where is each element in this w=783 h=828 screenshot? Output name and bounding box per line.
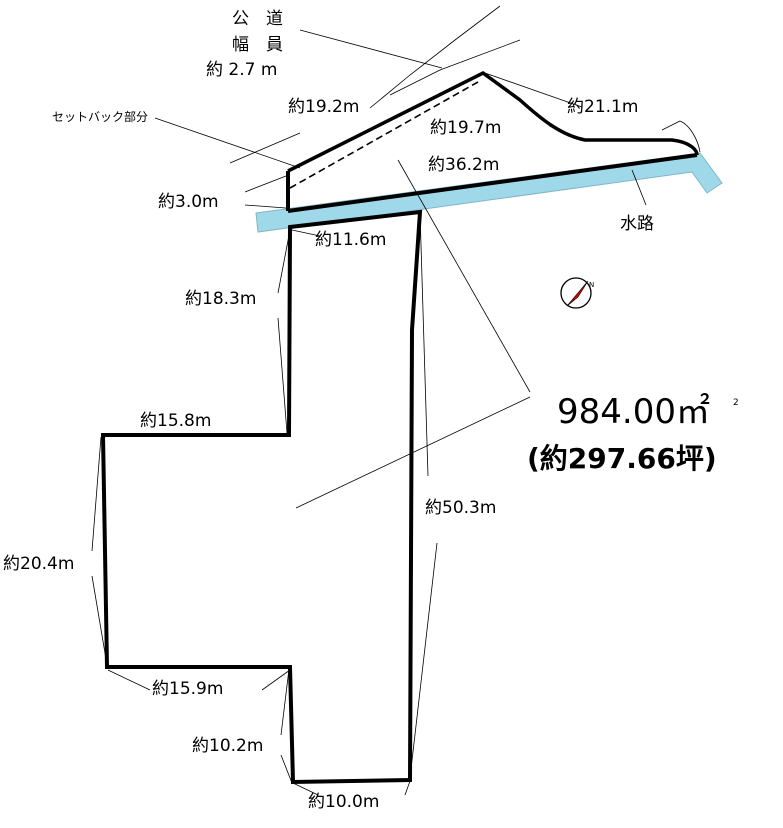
svg-text:N: N bbox=[589, 281, 594, 289]
north-arrow-icon: N bbox=[560, 277, 594, 309]
road-label-line2: 幅 員 bbox=[232, 35, 283, 55]
dimension-36-2: 約36.2m bbox=[428, 155, 499, 175]
upper-parcel-boundary bbox=[287, 70, 699, 173]
waterway-strip bbox=[255, 152, 723, 233]
dimension-20-4: 約20.4m bbox=[3, 554, 74, 574]
upper-parcel-base bbox=[287, 153, 698, 213]
dimension-18-3: 約18.3m bbox=[185, 289, 256, 309]
dimension-19-7: 約19.7m bbox=[430, 118, 501, 138]
road-edge-lower bbox=[389, 39, 521, 96]
area-sqm: 984.00㎡ bbox=[557, 392, 710, 432]
leader-lines bbox=[91, 29, 701, 796]
dimension-50-3: 約50.3m bbox=[425, 498, 496, 518]
setback-line bbox=[289, 81, 479, 189]
area-sqm-superscript: 2 bbox=[733, 398, 739, 408]
area-tsubo: (約297.66坪) bbox=[527, 442, 717, 475]
dimension-19-2: 約19.2m bbox=[288, 97, 359, 117]
dimension-21-1: 約21.1m bbox=[567, 97, 638, 117]
road-label-line1: 公 道 bbox=[232, 9, 283, 29]
dimension-15-8: 約15.8m bbox=[140, 411, 211, 431]
dimension-15-9: 約15.9m bbox=[152, 679, 223, 699]
waterway-label: 水路 bbox=[620, 214, 654, 234]
dimension-10-2: 約10.2m bbox=[192, 736, 263, 756]
main-parcel-boundary bbox=[100, 209, 423, 785]
setback-label: セットバック部分 bbox=[52, 109, 148, 124]
road-edge-upper bbox=[369, 5, 501, 109]
road-label-line3: 約 2.7 m bbox=[206, 60, 277, 80]
dimension-11-6: 約11.6m bbox=[315, 230, 386, 250]
dimension-10-0: 約10.0m bbox=[308, 792, 379, 812]
dimension-3-0: 約3.0m bbox=[158, 192, 219, 212]
